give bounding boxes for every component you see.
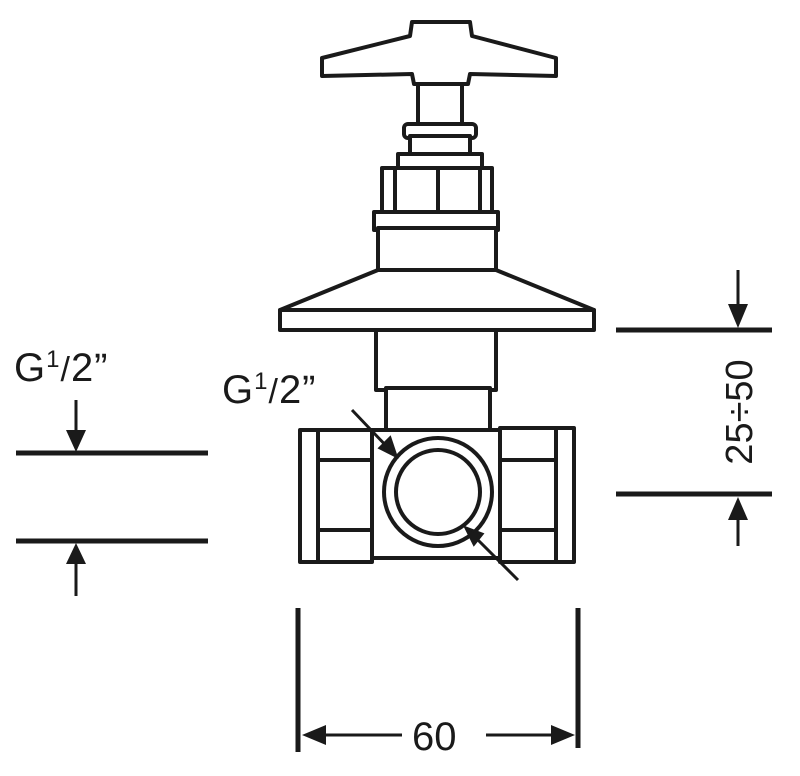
height-dimension-label: 25÷50 [719, 355, 761, 469]
valve-neck-lower [384, 386, 492, 432]
left-thread-label: G1/2” [14, 346, 109, 390]
right-socket [498, 426, 576, 564]
left-socket [298, 428, 374, 564]
cross-handle [320, 20, 558, 86]
thread-leaders [350, 408, 520, 582]
valve-stem [416, 82, 464, 128]
hex-nut [380, 166, 494, 218]
width-dimension-label: 60 [408, 717, 461, 757]
left-dimension [16, 400, 208, 596]
front-port [382, 436, 494, 548]
center-thread-label: G1/2” [222, 368, 317, 412]
right-dimension [616, 270, 772, 546]
cover-rosette [278, 268, 596, 332]
bottom-dimension [295, 608, 581, 752]
bonnet-body [376, 226, 498, 272]
valve-neck [374, 328, 498, 392]
